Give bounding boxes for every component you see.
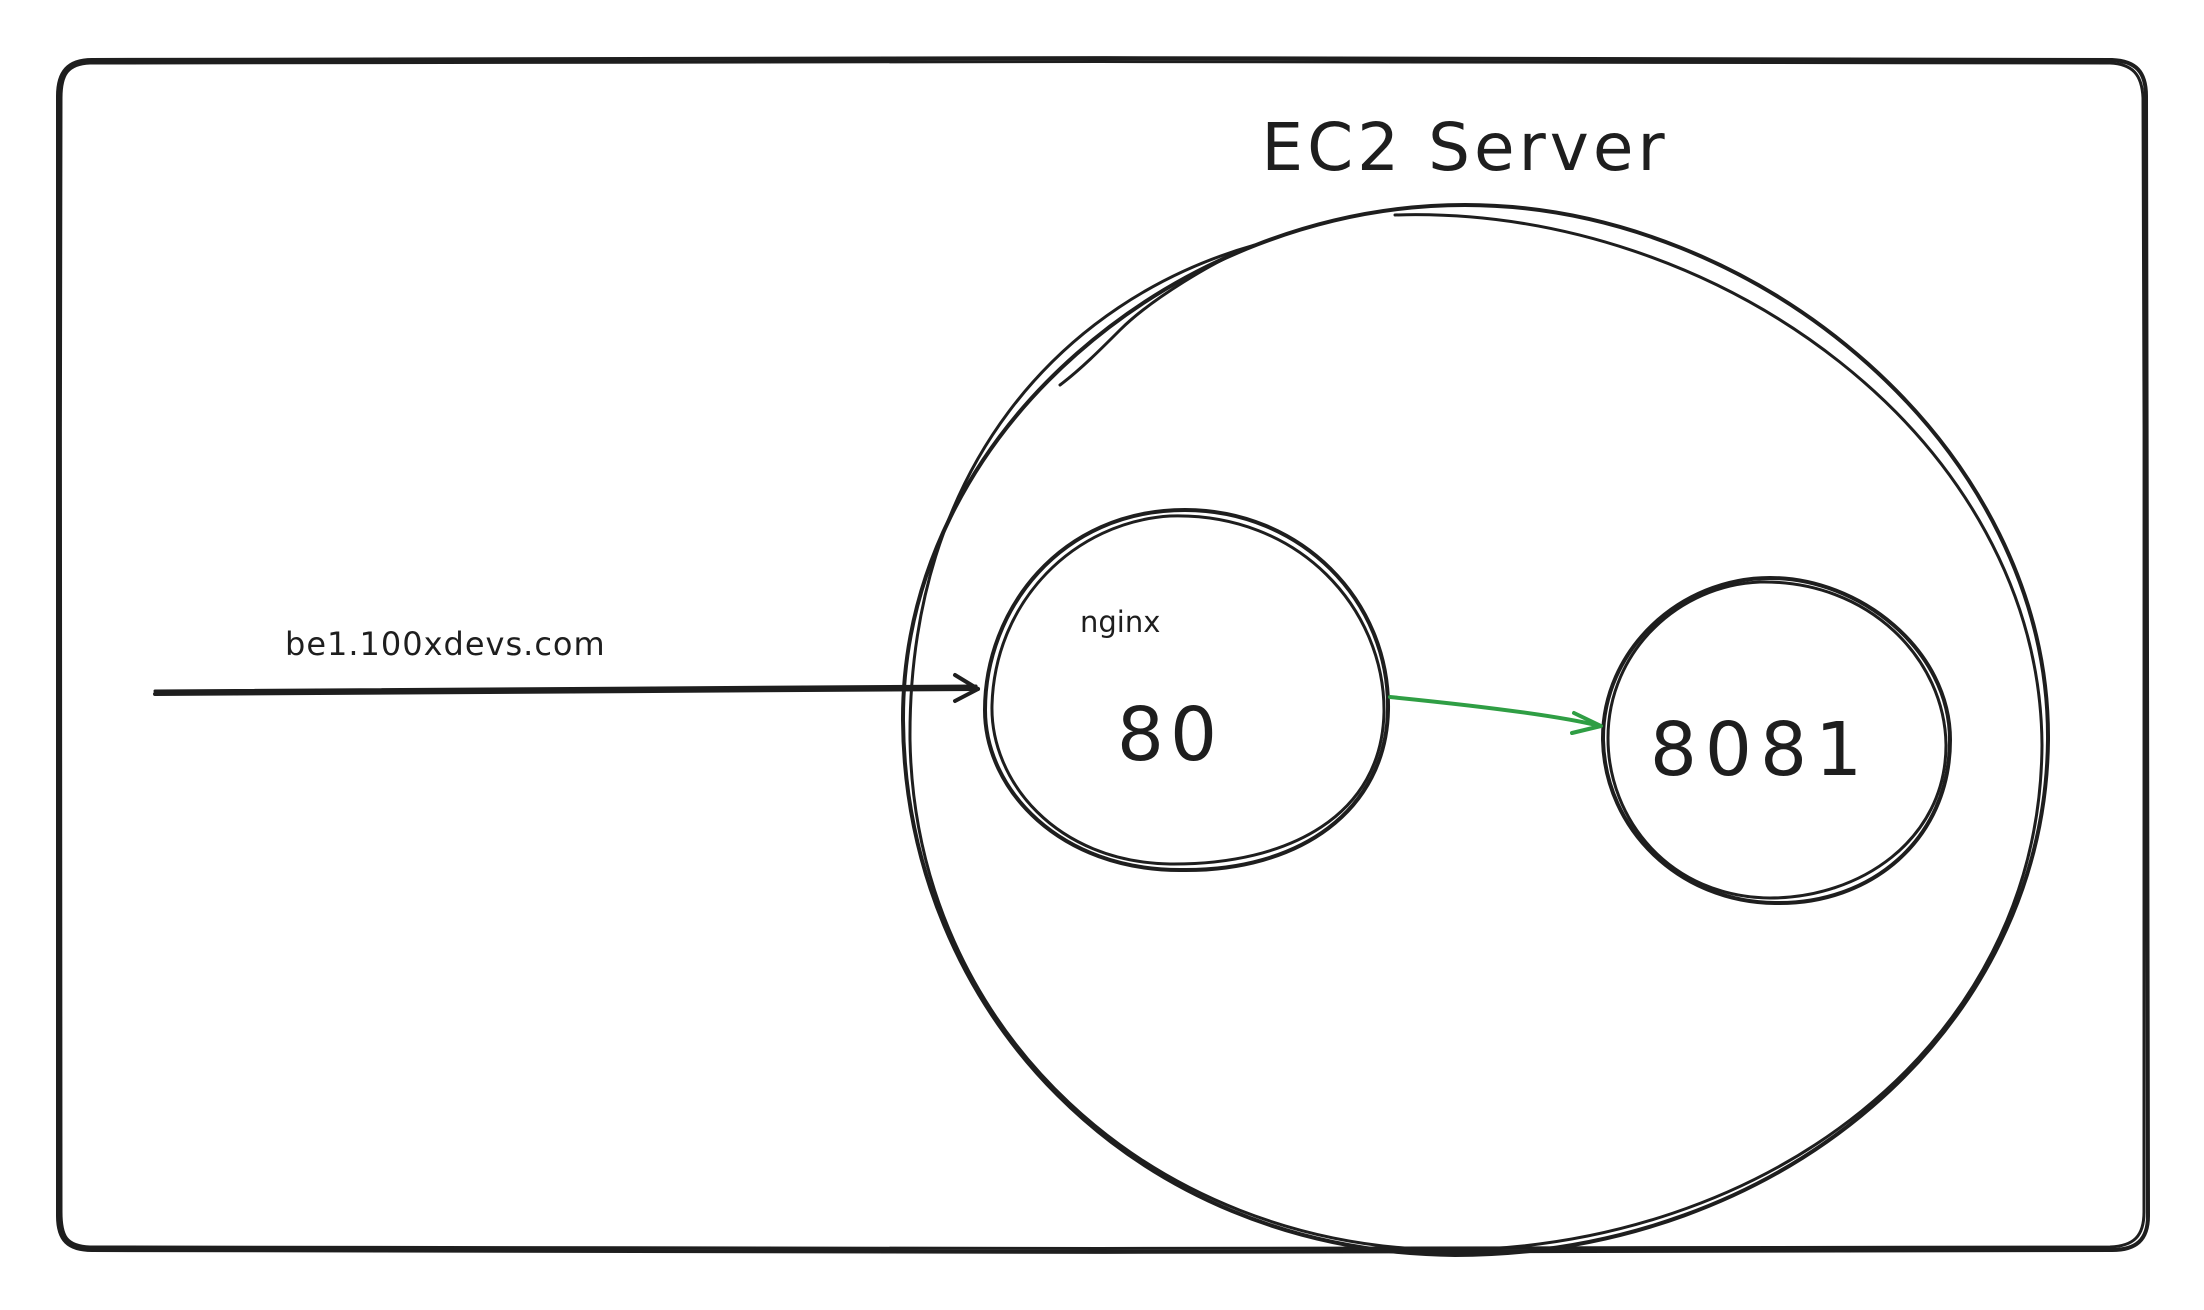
nginx-label: nginx — [1080, 605, 1160, 639]
outer-frame — [55, 56, 2151, 1254]
request-url-label: be1.100xdevs.com — [285, 625, 606, 663]
ec2-server-circle — [900, 203, 2051, 1257]
incoming-request-arrow — [153, 673, 980, 703]
backend-circle — [1600, 576, 1952, 906]
proxy-arrow — [1388, 695, 1603, 735]
nginx-circle — [983, 508, 1391, 873]
backend-port-label: 8081 — [1650, 707, 1870, 793]
nginx-port-label: 80 — [1117, 692, 1223, 778]
diagram-title: EC2 Server — [1261, 109, 1668, 186]
